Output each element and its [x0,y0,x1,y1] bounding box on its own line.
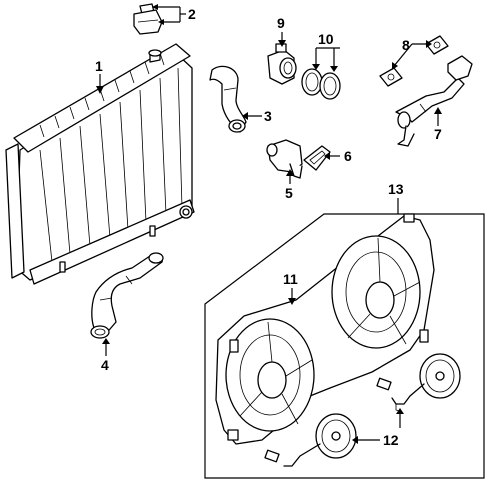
callout-9: 9 [277,15,285,31]
callout-4: 4 [101,357,109,373]
fan-motor-lower [264,413,357,467]
radiator-cap [133,3,163,35]
callout-12: 12 [383,432,399,448]
leader-1 [96,74,104,94]
leader-6 [324,152,340,160]
callout-1: 1 [95,58,103,74]
upper-hose [209,65,247,133]
leader-7 [434,107,442,126]
leader-2 [152,4,186,25]
water-outlet [266,139,303,179]
thermostat-gaskets [301,68,341,100]
bypass-gaskets [379,35,449,87]
callout-7: 7 [434,126,442,142]
fan-shroud [215,213,435,445]
leader-11 [288,288,296,305]
bypass-pipe [395,55,473,147]
radiator [5,43,195,285]
leader-4 [102,338,110,356]
callout-8: 8 [402,37,410,53]
callout-10: 10 [318,31,334,47]
leader-3 [242,112,262,120]
leader-5 [286,169,294,184]
thermostat-housing [267,43,297,85]
callout-11: 11 [283,271,298,287]
callout-5: 5 [285,185,293,201]
leader-9 [278,32,286,47]
callout-3: 3 [264,108,272,124]
outlet-gasket [303,145,331,171]
fan-motor-upper [376,353,461,413]
fan-assembly-box [204,213,485,479]
callout-2: 2 [188,6,196,22]
callout-6: 6 [344,148,352,164]
callout-13: 13 [388,181,404,197]
lower-hose [90,252,164,339]
leader-8 [392,40,432,70]
leader-12 [352,408,404,444]
leader-10 [312,47,340,72]
